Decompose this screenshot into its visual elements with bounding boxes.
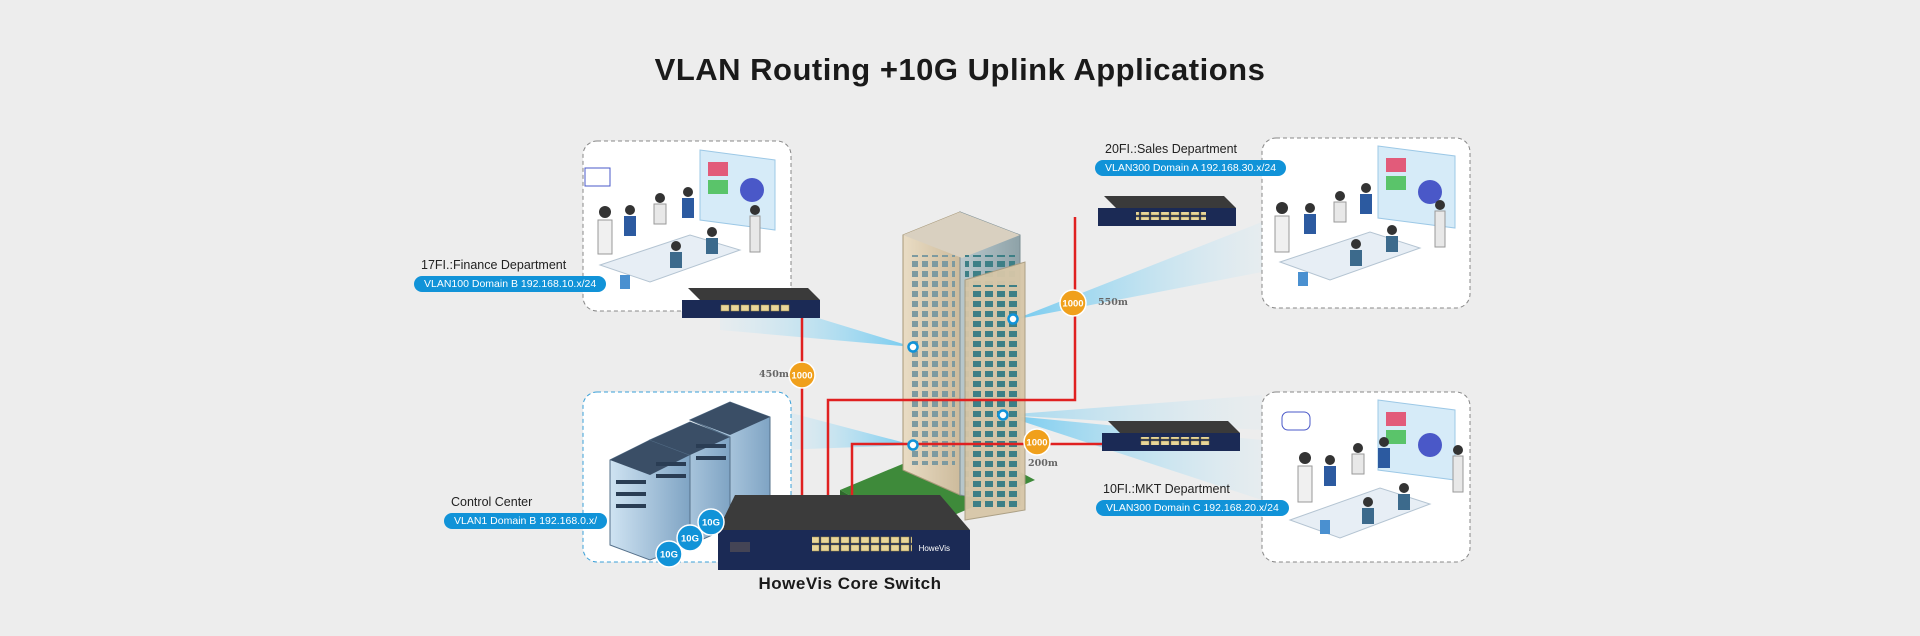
sales-vlan-badge: VLAN300 Domain A 192.168.30.x/24	[1095, 160, 1287, 176]
uplink-badge-1: 10G	[655, 540, 683, 568]
uplink-text-1: 10G	[660, 550, 678, 561]
uplink-badge-2: 10G	[676, 524, 704, 552]
finance-dept-label: 17FI.:Finance Department	[421, 258, 567, 272]
connection-nodes	[907, 313, 1019, 451]
office-building-illustration	[840, 211, 1035, 540]
speed-badge-finance: 1000	[788, 361, 816, 389]
beam-control	[780, 410, 913, 450]
speed-badge-mkt: 1000	[1023, 428, 1051, 456]
distance-mkt: 200m	[1028, 458, 1058, 469]
switch-mkt	[1102, 421, 1240, 451]
core-switch-illustration: HoweVis	[718, 495, 970, 570]
switch-finance	[682, 288, 820, 318]
office-illustration-mkt	[1281, 399, 1464, 539]
core-switch-brand: HoweVis	[919, 544, 950, 553]
core-switch-label: HoweVis Core Switch	[758, 574, 942, 593]
server-racks-illustration	[609, 401, 771, 561]
mkt-dept-label: 10FI.:MKT Department	[1103, 482, 1230, 496]
uplink-text-3: 10G	[702, 518, 720, 529]
speed-text-finance: 1000	[791, 371, 812, 382]
beam-sales	[1013, 222, 1262, 320]
control-center-label: Control Center	[451, 495, 533, 509]
speed-text-mkt: 1000	[1026, 438, 1047, 449]
finance-vlan-badge: VLAN100 Domain B 192.168.10.x/24	[414, 276, 607, 292]
sales-dept-label: 20FI.:Sales Department	[1105, 142, 1238, 156]
distance-sales: 550m	[1098, 297, 1128, 308]
office-illustration-sales	[1274, 145, 1456, 286]
speed-badge-sales: 1000	[1059, 289, 1087, 317]
page-title: VLAN Routing +10G Uplink Applications	[654, 52, 1266, 87]
speed-text-sales: 1000	[1062, 299, 1083, 310]
mkt-vlan-badge: VLAN300 Domain C 192.168.20.x/24	[1096, 500, 1289, 516]
switch-sales	[1098, 196, 1236, 226]
distance-finance: 450m	[759, 369, 789, 380]
office-illustration-finance	[584, 149, 776, 289]
uplink-badge-3: 10G	[697, 508, 725, 536]
control-vlan-badge: VLAN1 Domain B 192.168.0.x/	[444, 513, 608, 529]
uplink-text-2: 10G	[681, 534, 699, 545]
